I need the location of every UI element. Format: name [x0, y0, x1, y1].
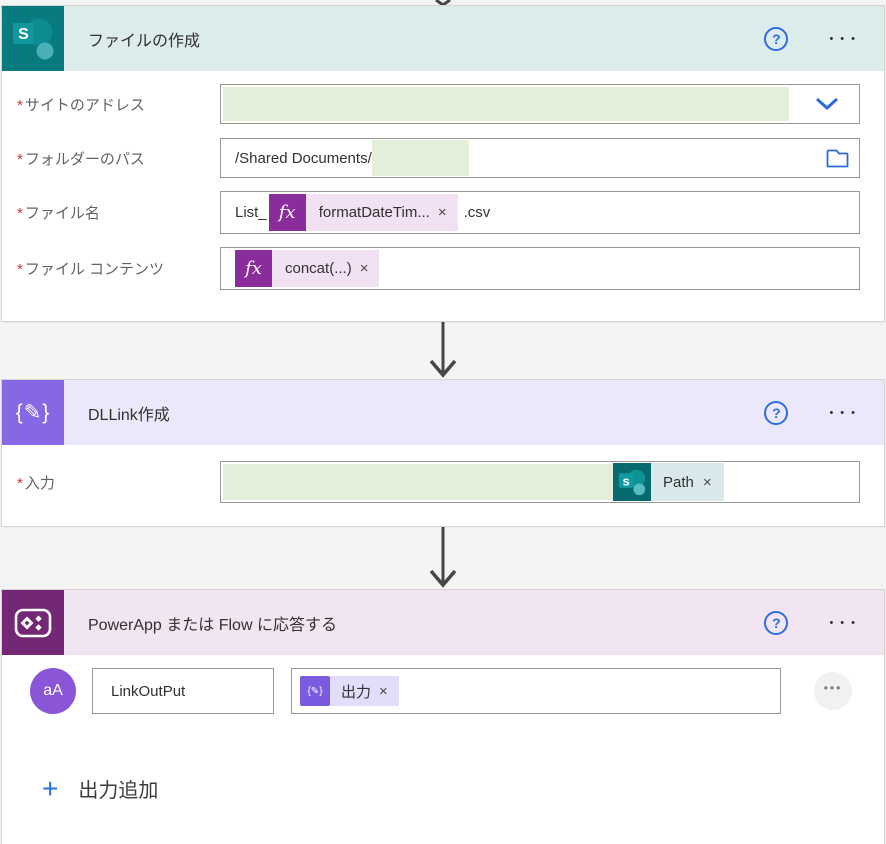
svg-text:s: s [622, 474, 629, 489]
card-header-respond[interactable]: PowerApp または Flow に応答する ? ••• [2, 590, 884, 655]
card-title: ファイルの作成 [88, 32, 201, 50]
field-row-input: *入力 s [17, 461, 860, 503]
remove-token-icon[interactable]: × [359, 260, 369, 277]
compose-braces-pencil-icon: {✎} [2, 380, 64, 445]
dynamic-content-token-path[interactable]: s Path × [613, 463, 724, 501]
add-output-button[interactable]: + 出力追加 [42, 774, 158, 803]
required-asterisk: * [17, 205, 23, 222]
add-output-label: 出力追加 [78, 780, 159, 802]
field-row-site-address: *サイトのアドレス [17, 84, 860, 124]
card-body: *入力 s [2, 461, 884, 503]
header-actions: ? ••• [764, 26, 884, 51]
field-label: *入力 [17, 474, 55, 492]
fx-icon: fx [235, 250, 272, 287]
field-row-file-content: *ファイル コンテンツ fx concat(...) × [17, 247, 860, 290]
folder-path-input[interactable]: /Shared Documents/ [220, 138, 860, 178]
action-card-compose: {✎} DLLink作成 ? ••• *入力 [1, 379, 885, 527]
redacted-value [371, 140, 469, 176]
redacted-value [223, 87, 789, 121]
dynamic-content-token-output[interactable]: {✎} 出力 × [300, 676, 399, 706]
fx-icon: fx [268, 194, 306, 231]
card-header-compose[interactable]: {✎} DLLink作成 ? ••• [2, 380, 884, 445]
expression-token[interactable]: fx formatDateTim... × [268, 194, 458, 231]
plus-icon: + [42, 772, 59, 804]
more-menu-button[interactable]: ••• [829, 406, 862, 419]
site-address-dropdown[interactable] [220, 84, 860, 124]
compose-braces-pencil-icon: {✎} [300, 676, 330, 706]
remove-token-icon[interactable]: × [702, 473, 712, 491]
header-actions: ? ••• [764, 610, 884, 635]
card-title: DLLink作成 [88, 406, 170, 424]
field-label: *ファイル名 [17, 205, 100, 222]
file-name-input[interactable]: List_ fx formatDateTim... × .csv [220, 191, 860, 234]
text-type-icon: aA [30, 668, 76, 714]
output-row: aA LinkOutPut {✎} 出力 × ••• [30, 668, 868, 714]
help-button[interactable]: ? [764, 26, 789, 51]
field-row-file-name: *ファイル名 List_ fx formatDateTim... × .csv [17, 191, 860, 234]
required-asterisk: * [17, 261, 23, 278]
required-asterisk: * [17, 150, 23, 168]
remove-token-icon[interactable]: × [437, 204, 447, 221]
help-button[interactable]: ? [764, 400, 789, 425]
action-card-create-file: S ファイルの作成 ? ••• *サイトのアドレス [1, 5, 885, 322]
field-label: *サイトのアドレス [17, 96, 145, 114]
card-body: *サイトのアドレス *フォルダーのパス /Shared Documents/ [2, 84, 884, 290]
header-actions: ? ••• [764, 400, 884, 425]
field-row-folder-path: *フォルダーのパス /Shared Documents/ [17, 138, 860, 178]
token-pill: Path × [651, 463, 724, 501]
folder-picker-icon[interactable] [826, 149, 849, 168]
card-header-create-file[interactable]: S ファイルの作成 ? ••• [2, 6, 884, 71]
output-value-input[interactable]: {✎} 出力 × [291, 668, 781, 714]
more-menu-button[interactable]: ••• [829, 616, 862, 629]
file-name-suffix: .csv [463, 204, 491, 221]
required-asterisk: * [17, 474, 23, 492]
help-button[interactable]: ? [764, 610, 789, 635]
field-label: *フォルダーのパス [17, 150, 145, 168]
file-name-prefix: List_ [235, 204, 267, 221]
card-title: PowerApp または Flow に応答する [88, 616, 337, 634]
flow-connector-arrow [0, 527, 886, 589]
action-card-respond-powerapp: PowerApp または Flow に応答する ? ••• aA LinkOut… [1, 589, 885, 844]
chevron-down-icon[interactable] [815, 97, 839, 111]
sharepoint-icon: s [613, 463, 651, 501]
expression-token-label: concat(...) [285, 260, 352, 277]
redacted-value [223, 464, 613, 500]
svg-text:S: S [18, 26, 29, 43]
file-content-input[interactable]: fx concat(...) × [220, 247, 860, 290]
token-label: Path [663, 473, 694, 491]
required-asterisk: * [17, 96, 23, 114]
sharepoint-icon: S [2, 6, 64, 71]
compose-input-field[interactable]: s Path × [220, 461, 860, 503]
token-pill: 出力 × [330, 676, 399, 706]
more-menu-button[interactable]: ••• [829, 32, 862, 45]
powerapps-icon [2, 590, 64, 655]
output-more-menu-button[interactable]: ••• [814, 672, 852, 710]
expression-token-label: formatDateTim... [318, 204, 430, 221]
expression-token[interactable]: fx concat(...) × [235, 250, 380, 287]
folder-path-value: /Shared Documents/ [235, 149, 372, 167]
remove-token-icon[interactable]: × [379, 682, 388, 700]
output-name-input[interactable]: LinkOutPut [92, 668, 274, 714]
flow-connector-arrow [0, 322, 886, 379]
field-label: *ファイル コンテンツ [17, 261, 165, 278]
token-label: 出力 [341, 683, 372, 701]
